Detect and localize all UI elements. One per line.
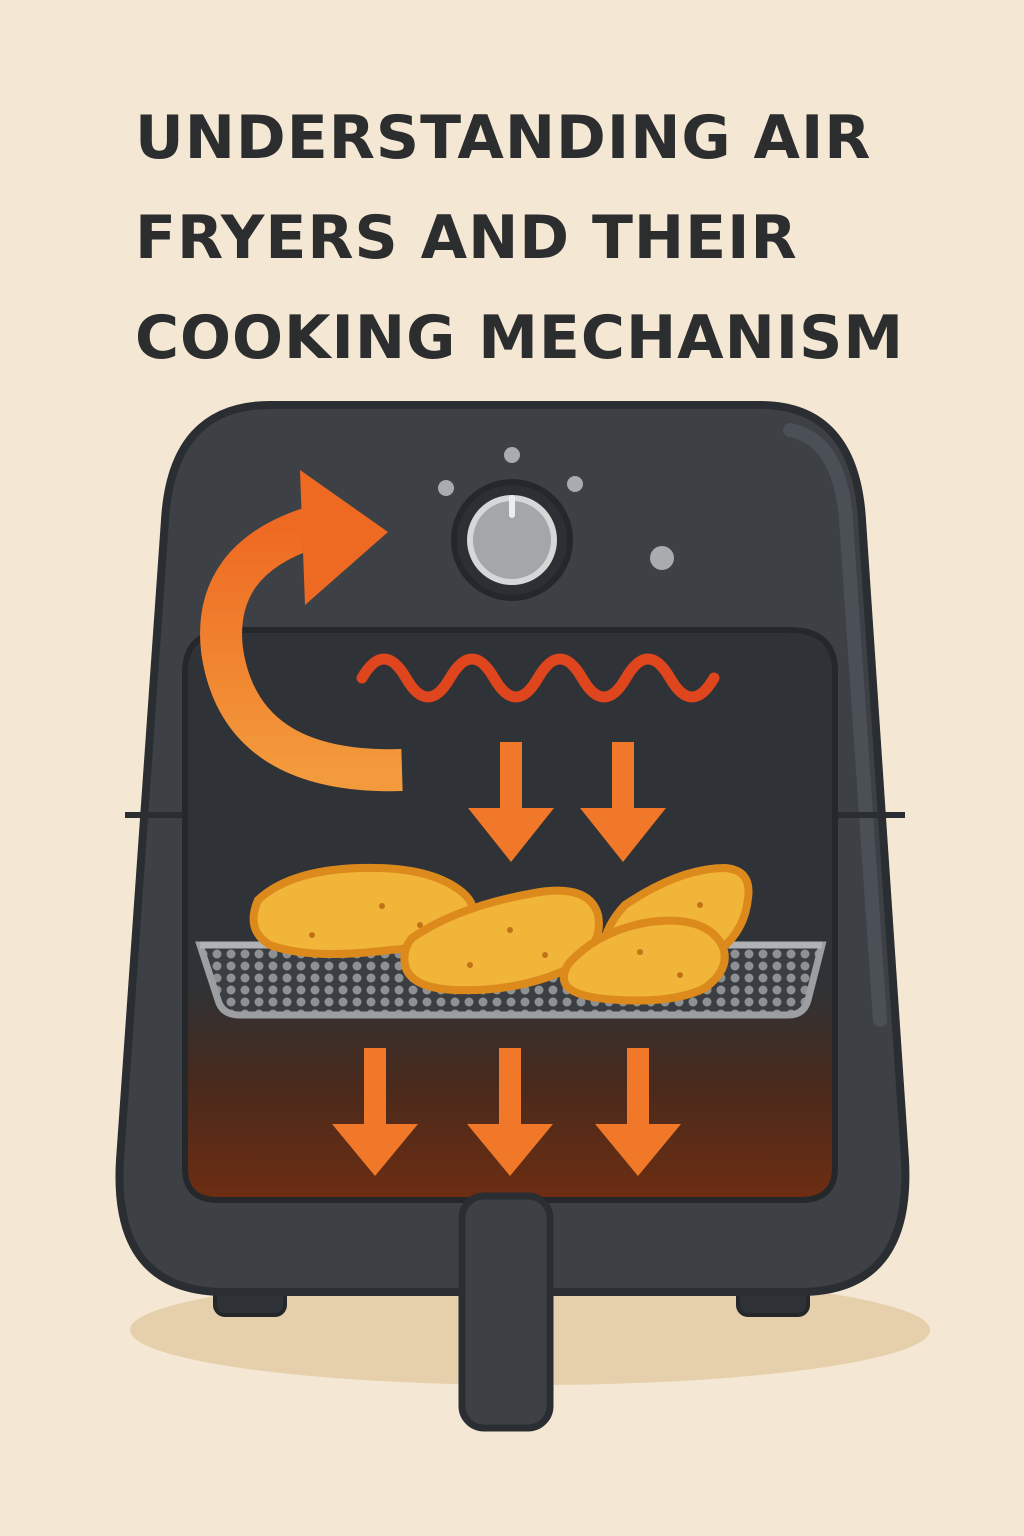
indicator-dot bbox=[650, 546, 674, 570]
title-line-2: FRYERS AND THEIR bbox=[135, 203, 798, 273]
down-arrow-icon bbox=[332, 1048, 418, 1176]
air-fryer-illustration bbox=[115, 401, 930, 1432]
potato-wedge-icon bbox=[559, 916, 729, 1005]
down-arrow-icon bbox=[467, 1048, 553, 1176]
page-title: UNDERSTANDING AIR FRYERS AND THEIR COOKI… bbox=[135, 88, 955, 388]
dial-knob-icon bbox=[451, 479, 573, 601]
basket-handle[interactable] bbox=[458, 1192, 554, 1432]
indicator-dot bbox=[567, 476, 583, 492]
heating-element-icon bbox=[356, 653, 720, 703]
down-arrow-icon bbox=[468, 742, 554, 862]
body-highlight bbox=[783, 423, 887, 1027]
indicator-dot bbox=[438, 480, 454, 496]
down-arrow-icon bbox=[580, 742, 666, 862]
title-line-3: COOKING MECHANISM bbox=[135, 303, 905, 373]
down-arrow-icon bbox=[595, 1048, 681, 1176]
title-line-1: UNDERSTANDING AIR bbox=[135, 103, 872, 173]
indicator-dot bbox=[504, 447, 520, 463]
circulation-arrow-icon bbox=[200, 470, 403, 792]
